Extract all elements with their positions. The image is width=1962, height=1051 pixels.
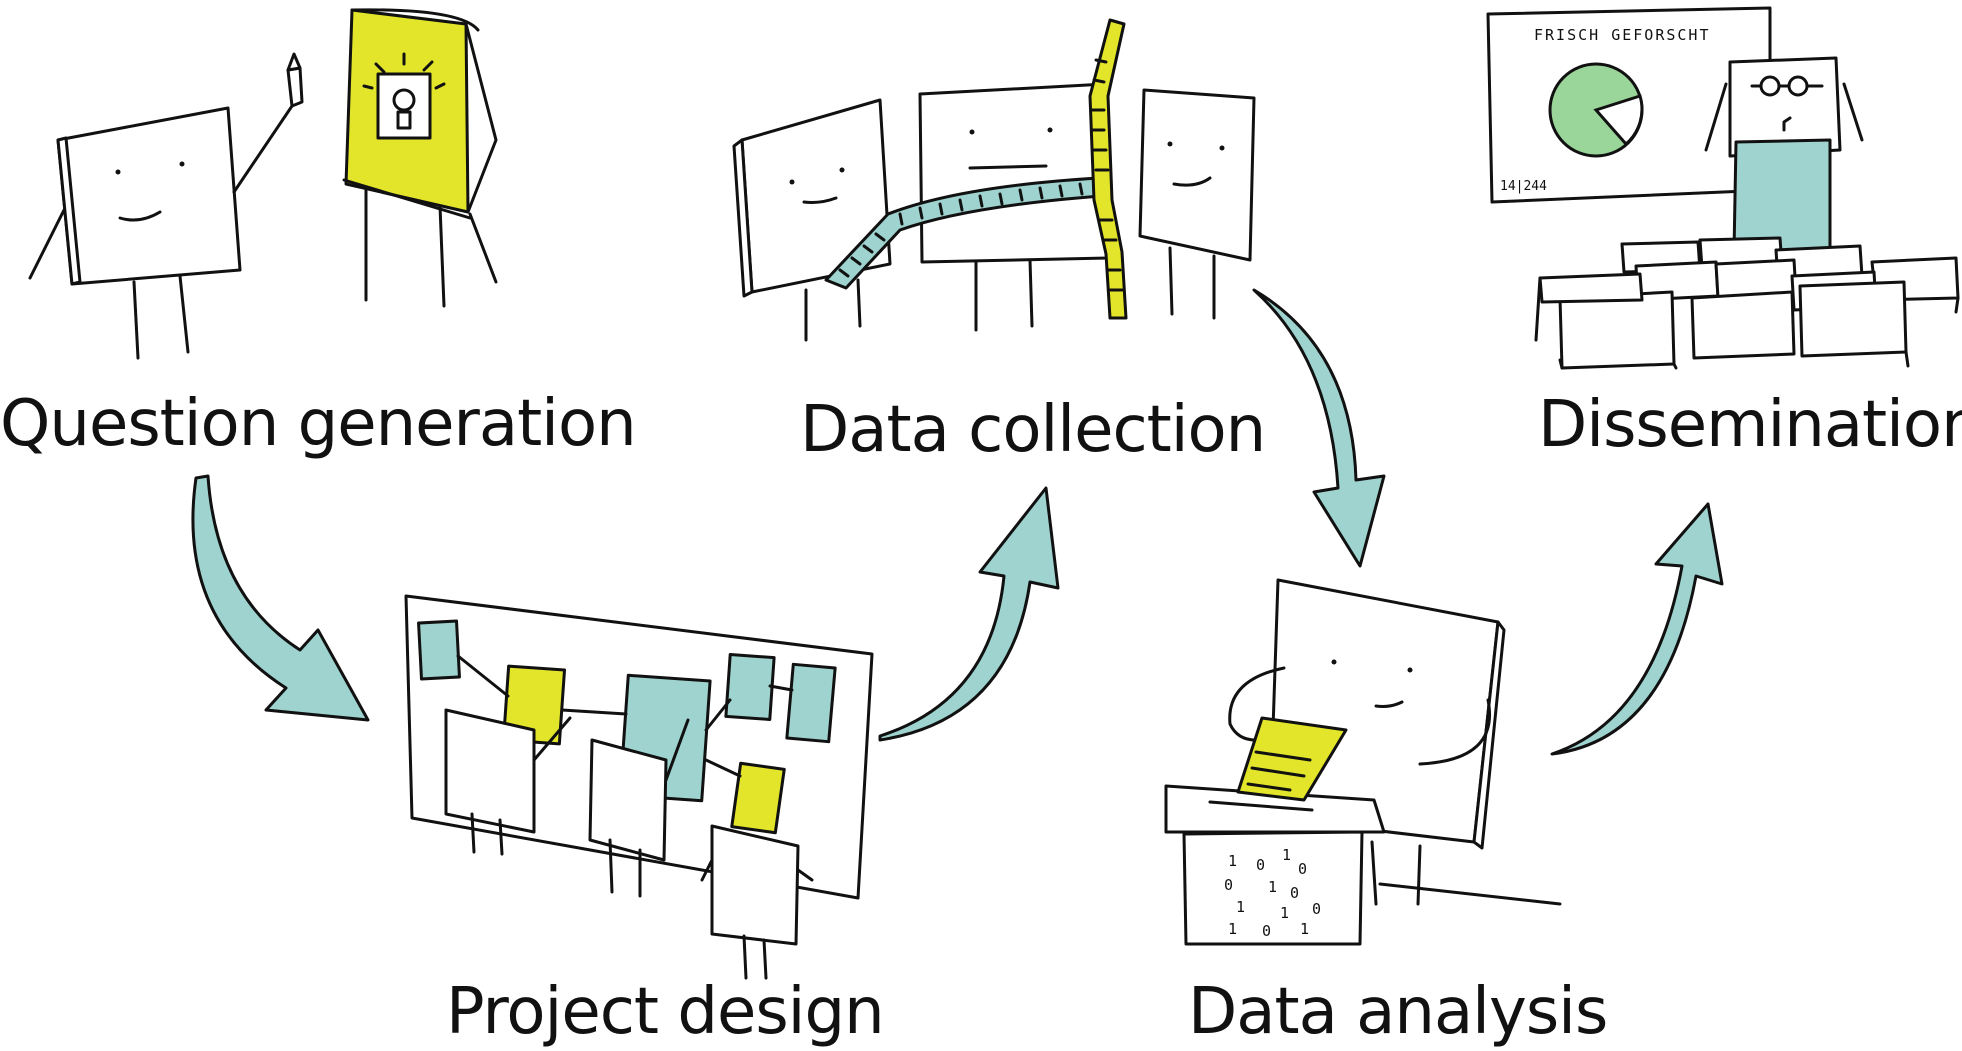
thinker-character	[28, 104, 294, 360]
svg-text:0: 0	[1290, 884, 1299, 902]
data-collection-illustration	[732, 18, 1256, 342]
stage-label-data-analysis: Data analysis	[1188, 975, 1608, 1049]
arrow-question-to-design	[191, 474, 370, 722]
audience-chairs	[1534, 236, 1960, 370]
arrow-collection-to-analysis	[1252, 288, 1386, 568]
question-generation-illustration	[28, 8, 498, 360]
shredded-paper	[1236, 716, 1348, 802]
presentation-slide: FRISCH GEFORSCHT 14|244	[1486, 6, 1772, 204]
pencil-icon	[286, 52, 304, 108]
planner-character-3	[700, 824, 814, 980]
stage-label-data-collection: Data collection	[800, 393, 1266, 467]
stage-label-question-generation: Question generation	[0, 387, 637, 461]
left-character	[732, 98, 892, 342]
presenter-character	[1704, 56, 1864, 158]
planner-character-2	[588, 718, 690, 898]
flipchart-idea	[342, 8, 498, 308]
stage-label-project-design: Project design	[446, 975, 885, 1049]
svg-text:1: 1	[1280, 904, 1289, 922]
slide-title: FRISCH GEFORSCHT	[1534, 26, 1711, 44]
svg-text:0: 0	[1312, 900, 1321, 918]
arrow-analysis-to-dissemination	[1550, 502, 1724, 756]
yellow-measuring-tape	[1088, 18, 1128, 320]
svg-text:0: 0	[1262, 922, 1271, 940]
pie-chart-icon	[1548, 62, 1644, 158]
slide-page-number: 14|244	[1500, 179, 1547, 194]
svg-text:1: 1	[1228, 920, 1237, 938]
lightbulb-icon	[362, 52, 446, 140]
right-character	[1138, 88, 1256, 320]
project-design-illustration	[404, 594, 874, 980]
svg-text:1: 1	[1282, 846, 1291, 864]
svg-text:1: 1	[1300, 920, 1309, 938]
svg-text:1: 1	[1268, 878, 1277, 896]
svg-text:0: 0	[1256, 856, 1265, 874]
stage-label-dissemination: Dissemination	[1538, 388, 1962, 462]
svg-text:1: 1	[1228, 852, 1237, 870]
shredder-box: 1 0 1 0 0 1 0 1 1 0 1 0 1	[1164, 716, 1386, 946]
svg-text:0: 0	[1298, 860, 1307, 878]
arrow-design-to-collection	[878, 486, 1060, 742]
data-analysis-illustration: 1 0 1 0 0 1 0 1 1 0 1 0 1	[1164, 578, 1562, 946]
svg-text:1: 1	[1236, 898, 1245, 916]
podium	[1732, 138, 1832, 254]
planner-character-1	[444, 708, 572, 856]
dissemination-illustration: FRISCH GEFORSCHT 14|244	[1486, 6, 1960, 370]
svg-text:0: 0	[1224, 876, 1233, 894]
binary-digits: 1 0 1 0 0 1 0 1 1 0 1 0 1	[1224, 846, 1321, 940]
